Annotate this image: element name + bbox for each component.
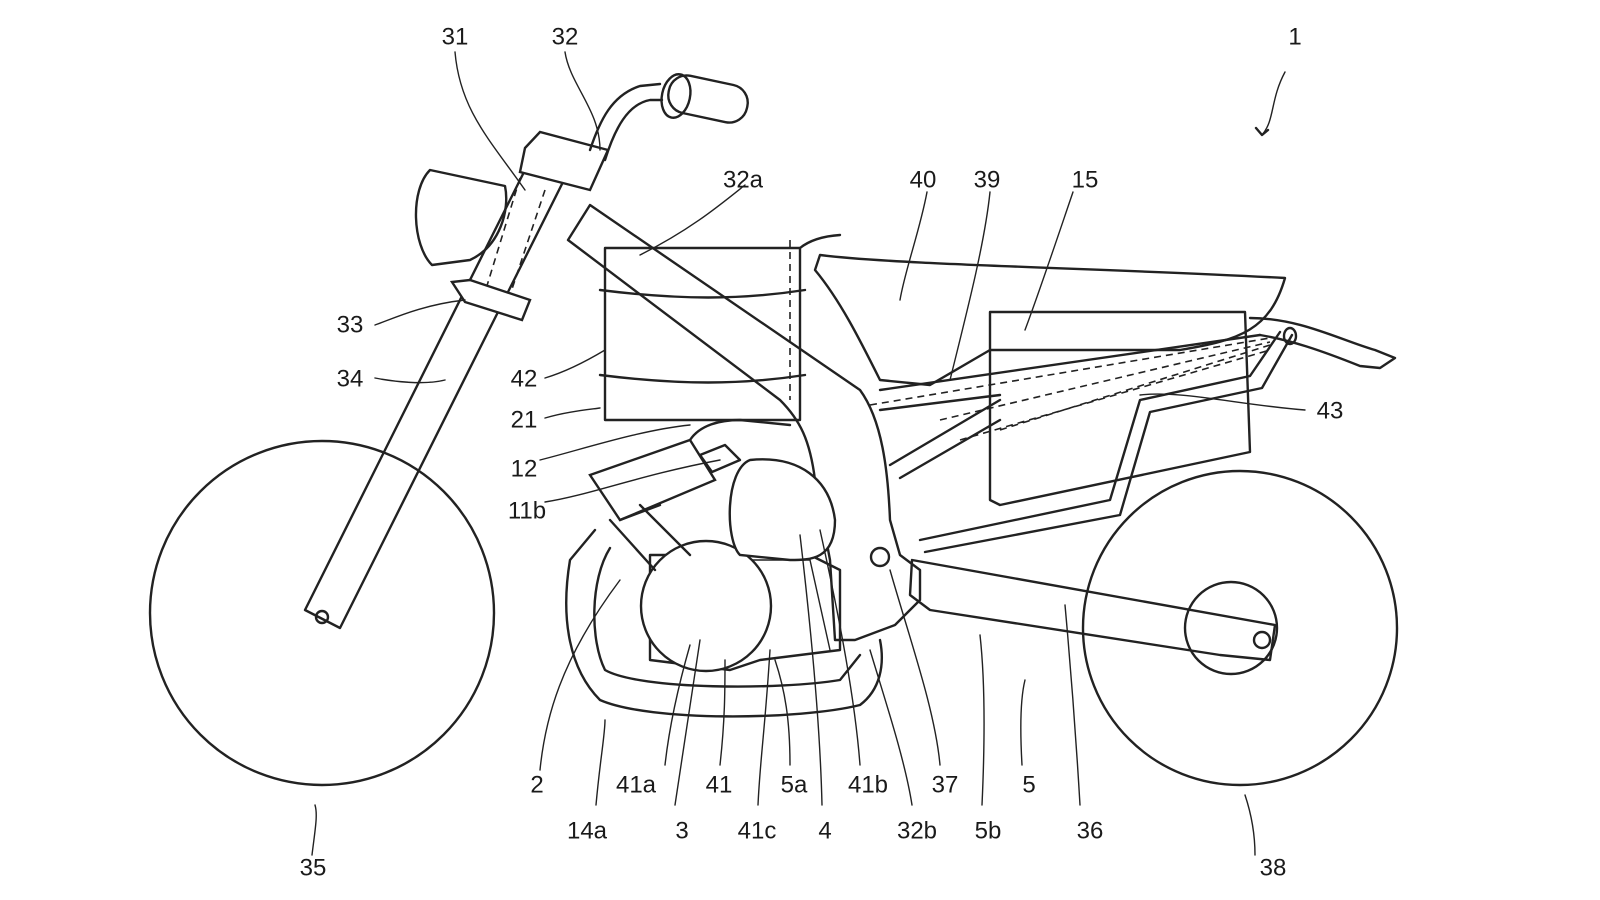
fuel-tank <box>603 246 802 422</box>
ref-label-5a: 5a <box>781 771 808 798</box>
component-11b-connector <box>698 443 742 474</box>
pivot-37 <box>869 546 891 568</box>
ref-label-11b: 11b <box>508 497 546 524</box>
ref-label-14a: 14a <box>567 817 608 844</box>
handle-grip-end <box>660 73 692 119</box>
sub-frame-lower <box>888 398 1002 480</box>
ref-label-32: 32 <box>552 23 579 50</box>
ref-label-3: 3 <box>675 817 688 844</box>
ref-label-4: 4 <box>818 817 831 844</box>
battery-15 <box>988 310 1252 507</box>
main-frame <box>566 203 922 642</box>
engine-cradle <box>565 528 883 718</box>
seat-rail <box>878 333 1262 412</box>
tank-band-lower <box>598 373 807 384</box>
lower-bracket <box>449 278 532 322</box>
ref-label-35: 35 <box>300 854 327 881</box>
ref-label-36: 36 <box>1077 817 1104 844</box>
seat <box>813 253 1287 387</box>
ref-label-40: 40 <box>910 166 937 193</box>
rear-wheel <box>1081 469 1399 787</box>
pipe-12 <box>688 418 792 442</box>
rear-frame-pipe <box>918 330 1294 554</box>
rear-sprocket <box>1183 580 1279 676</box>
ref-label-41b: 41b <box>848 771 888 798</box>
ref-label-32b: 32b <box>897 817 937 844</box>
rear-frame-pipe-end <box>1282 326 1298 346</box>
front-wheel <box>148 439 496 787</box>
ref-label-5b: 5b <box>975 817 1002 844</box>
ref-label-37: 37 <box>932 771 959 798</box>
ref-label-2: 2 <box>530 771 543 798</box>
ref-label-33: 33 <box>337 311 364 338</box>
ref-label-43: 43 <box>1317 397 1344 424</box>
label-1-arrow <box>1254 126 1270 137</box>
handle-grip <box>667 74 749 124</box>
ref-label-12: 12 <box>511 455 538 482</box>
ref-label-41a: 41a <box>616 771 657 798</box>
crankcase-41c <box>739 559 831 651</box>
rear-axle <box>1252 630 1272 650</box>
ref-label-38: 38 <box>1260 854 1287 881</box>
ref-label-15: 15 <box>1072 166 1099 193</box>
ref-label-42: 42 <box>511 365 538 392</box>
steering-stem <box>481 177 546 311</box>
ref-label-5: 5 <box>1022 771 1035 798</box>
motor-4 <box>728 458 837 562</box>
wiring-dashed <box>869 337 1271 441</box>
swing-arm <box>908 558 1277 662</box>
ref-label-39: 39 <box>974 166 1001 193</box>
upper-bracket <box>518 130 610 192</box>
leader-lines <box>311 51 1306 856</box>
motor-3 <box>639 539 773 673</box>
tank-band-upper <box>598 288 807 299</box>
seat-front <box>798 233 842 250</box>
handlebar <box>588 82 664 162</box>
ref-label-34: 34 <box>337 365 364 392</box>
front-axle <box>314 609 330 625</box>
ref-label-41c: 41c <box>738 817 777 844</box>
component-11b <box>588 438 717 522</box>
ref-label-41: 41 <box>706 771 733 798</box>
headlight <box>414 168 508 267</box>
ref-label-21: 21 <box>511 406 538 433</box>
ref-label-32a: 32a <box>723 166 764 193</box>
motor-upper-housing <box>608 503 692 572</box>
ref-label-31: 31 <box>442 23 469 50</box>
ref-label-1: 1 <box>1288 23 1301 50</box>
